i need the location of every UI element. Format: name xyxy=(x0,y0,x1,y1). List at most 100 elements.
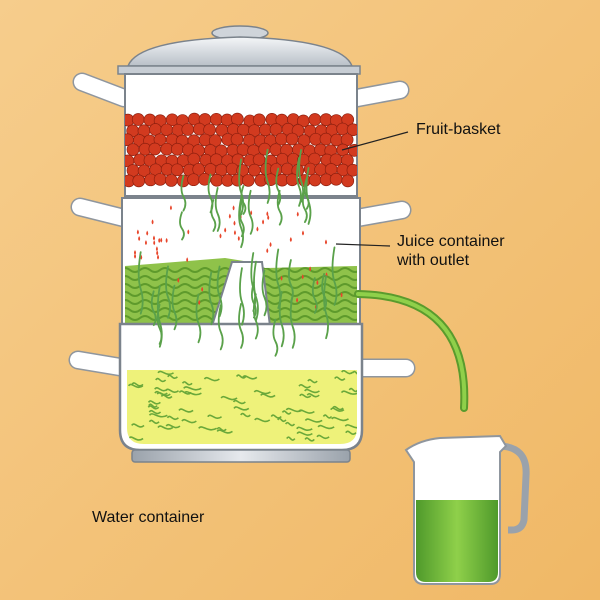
steam-line xyxy=(275,248,282,309)
juice-drop xyxy=(157,254,160,260)
juice-drop xyxy=(155,246,158,252)
fruit xyxy=(346,163,357,177)
fruit xyxy=(346,123,357,137)
fruit xyxy=(131,113,145,126)
juice-drop xyxy=(228,213,231,219)
fruit xyxy=(153,173,167,186)
juice-drop xyxy=(256,226,259,232)
juice-drop xyxy=(165,237,168,243)
fruit xyxy=(274,132,288,146)
steam-line xyxy=(238,200,245,238)
fruit xyxy=(231,112,244,126)
juice-drop xyxy=(233,220,236,226)
juice-drop xyxy=(136,229,139,235)
juice-drop xyxy=(237,235,240,241)
steam-line xyxy=(179,211,185,241)
fruit xyxy=(164,174,178,187)
label-water-container: Water container xyxy=(92,509,205,526)
juice-drop xyxy=(138,235,141,241)
fruit xyxy=(319,132,333,146)
juice-drop xyxy=(233,230,236,236)
fruit xyxy=(241,174,255,187)
juice-drop xyxy=(153,240,156,246)
fruit xyxy=(126,143,140,156)
jug xyxy=(404,434,530,585)
steam-line xyxy=(250,252,257,312)
steam-line xyxy=(240,185,247,215)
fruit xyxy=(231,173,244,187)
fruit xyxy=(280,162,294,176)
pot-handles xyxy=(68,72,416,378)
juice-drop xyxy=(266,248,269,254)
fruit xyxy=(170,163,184,177)
juice-drop xyxy=(269,242,272,248)
steam-line xyxy=(331,246,338,306)
juice-drop xyxy=(296,211,299,217)
steam-line xyxy=(210,199,217,232)
juice-drop xyxy=(146,230,149,236)
steam-line xyxy=(239,267,245,326)
fruit xyxy=(225,162,239,176)
fruit-pile xyxy=(125,112,357,188)
juice-drop xyxy=(324,239,327,245)
steam-line xyxy=(150,290,157,327)
juice-drop xyxy=(219,233,222,239)
steam-line xyxy=(216,265,223,318)
leader-lines xyxy=(335,131,409,247)
steam-line xyxy=(305,166,312,225)
steam-line xyxy=(288,259,294,303)
steam-line xyxy=(195,293,202,344)
juice-drops xyxy=(134,205,343,310)
steam-line xyxy=(264,148,271,204)
fruit xyxy=(259,123,272,137)
juice-drop xyxy=(152,235,155,241)
fruit xyxy=(336,122,349,136)
fruit xyxy=(285,173,299,187)
juice-drop xyxy=(201,286,204,292)
fruit xyxy=(329,172,343,186)
fruit xyxy=(160,142,174,156)
steam-line xyxy=(217,304,224,351)
fruit xyxy=(308,173,322,187)
fruit xyxy=(258,142,272,156)
jug-juice xyxy=(416,500,498,582)
fruit xyxy=(132,174,146,188)
juice-drop xyxy=(169,205,172,211)
juice-drop xyxy=(340,292,343,298)
steam-line xyxy=(261,269,268,317)
steam-line xyxy=(180,174,187,212)
juice-drop xyxy=(289,236,292,242)
juice-drop xyxy=(296,297,299,303)
steam-line xyxy=(247,189,254,235)
juice-drop xyxy=(134,253,137,259)
fruit xyxy=(230,132,244,146)
juice-drop xyxy=(160,237,163,243)
juice-drop xyxy=(267,214,270,220)
steam-line xyxy=(301,189,308,224)
steam-line xyxy=(323,275,329,340)
steam-line xyxy=(289,293,296,349)
steam-line xyxy=(238,303,244,349)
fruit xyxy=(181,123,195,136)
steam-line xyxy=(208,271,215,326)
juice-drop xyxy=(144,240,147,246)
juice-drop xyxy=(134,250,137,256)
fruit xyxy=(341,174,355,188)
steam xyxy=(137,148,338,357)
juice-drop xyxy=(224,227,227,233)
steam-line xyxy=(156,285,163,348)
juice-drop xyxy=(301,274,304,280)
label-juice-line2: with outlet xyxy=(397,252,470,269)
juice-drop xyxy=(266,211,269,217)
fruit xyxy=(210,173,224,187)
juice-drop xyxy=(232,205,235,211)
water xyxy=(127,370,357,444)
fruit xyxy=(148,142,162,156)
pot-base xyxy=(131,449,351,463)
fruit xyxy=(187,173,200,187)
juice-drop xyxy=(158,237,161,243)
lid xyxy=(117,25,361,75)
steam-line xyxy=(276,189,283,226)
fruit xyxy=(170,142,184,156)
